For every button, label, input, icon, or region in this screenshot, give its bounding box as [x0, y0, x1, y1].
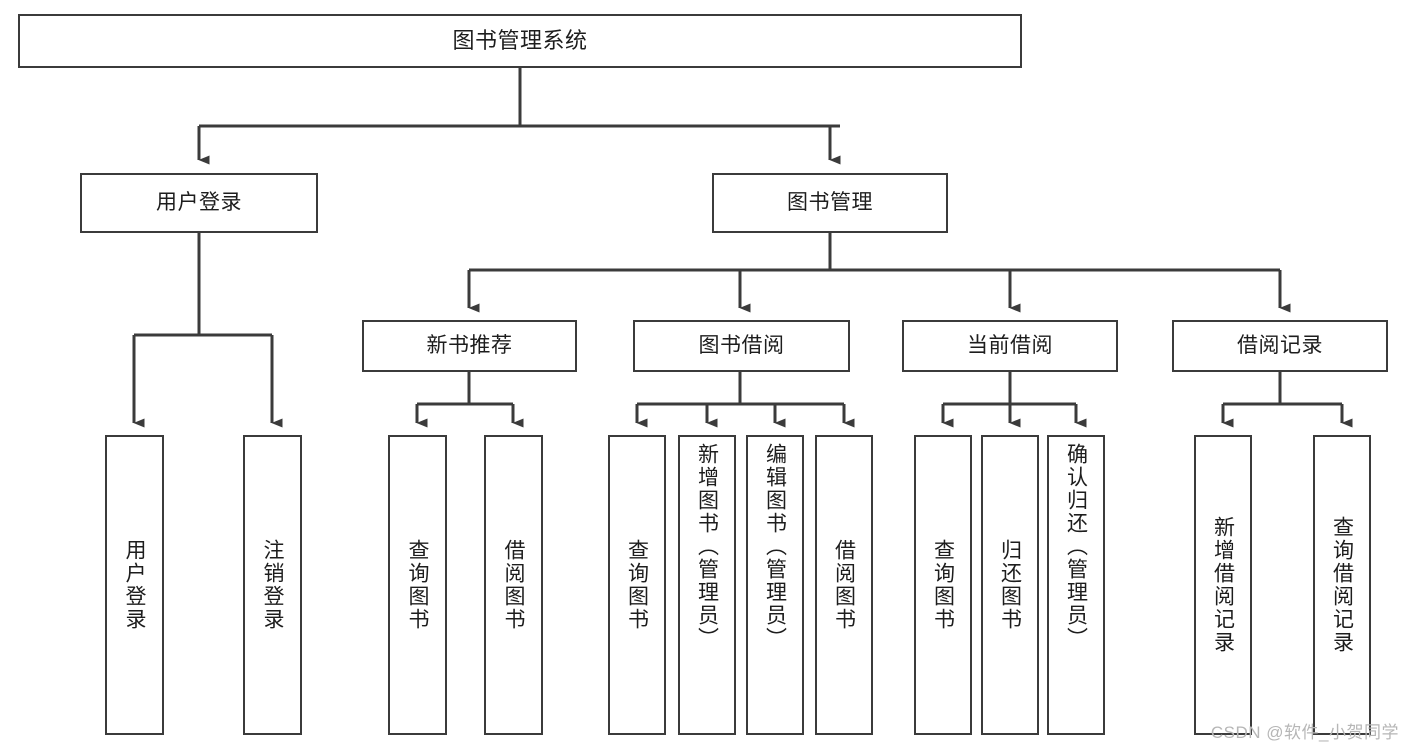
node-leaf-return-book[interactable]: 归还图书	[981, 435, 1039, 735]
node-label: 归还图书	[998, 539, 1022, 631]
node-leaf-add-record[interactable]: 新增借阅记录	[1194, 435, 1252, 735]
node-book-management[interactable]: 图书管理	[712, 173, 948, 233]
node-leaf-query-record[interactable]: 查询借阅记录	[1313, 435, 1371, 735]
node-label: 查询借阅记录	[1330, 516, 1354, 654]
node-leaf-add-book[interactable]: 新增图书（管理员）	[678, 435, 736, 735]
node-root[interactable]: 图书管理系统	[18, 14, 1022, 68]
node-label: 查询图书	[406, 539, 429, 631]
node-new-book-recommend[interactable]: 新书推荐	[362, 320, 577, 372]
node-leaf-borrow-book-1[interactable]: 借阅图书	[484, 435, 543, 735]
node-label: 确认归还（管理员）	[1064, 443, 1088, 650]
node-label: 查询图书	[625, 539, 649, 631]
node-leaf-confirm-return[interactable]: 确认归还（管理员）	[1047, 435, 1105, 735]
node-leaf-query-book-2[interactable]: 查询图书	[608, 435, 666, 735]
node-label: 借阅图书	[832, 539, 856, 631]
node-label: 当前借阅	[967, 333, 1053, 357]
node-leaf-user-login[interactable]: 用户登录	[105, 435, 164, 735]
node-leaf-logout[interactable]: 注销登录	[243, 435, 302, 735]
node-label: 借阅记录	[1237, 333, 1323, 357]
node-leaf-query-book-3[interactable]: 查询图书	[914, 435, 972, 735]
node-label: 新增图书（管理员）	[695, 443, 719, 650]
node-leaf-borrow-book-2[interactable]: 借阅图书	[815, 435, 873, 735]
node-label: 注销登录	[261, 539, 284, 631]
node-label: 新增借阅记录	[1211, 516, 1235, 654]
node-label: 借阅图书	[502, 539, 525, 631]
node-book-borrow[interactable]: 图书借阅	[633, 320, 850, 372]
node-leaf-query-book-1[interactable]: 查询图书	[388, 435, 447, 735]
node-label: 用户登录	[123, 539, 146, 631]
node-label: 图书管理	[787, 190, 873, 214]
node-current-borrow[interactable]: 当前借阅	[902, 320, 1118, 372]
node-label: 新书推荐	[426, 333, 513, 357]
watermark: CSDN @软件_小贺同学	[1210, 723, 1399, 742]
node-label: 用户登录	[156, 190, 242, 214]
node-borrow-record[interactable]: 借阅记录	[1172, 320, 1388, 372]
node-label: 查询图书	[931, 539, 955, 631]
node-leaf-edit-book[interactable]: 编辑图书（管理员）	[746, 435, 804, 735]
node-label: 图书管理系统	[452, 28, 588, 54]
node-label: 图书借阅	[698, 333, 785, 357]
node-label: 编辑图书（管理员）	[763, 443, 787, 650]
node-user-login[interactable]: 用户登录	[80, 173, 318, 233]
